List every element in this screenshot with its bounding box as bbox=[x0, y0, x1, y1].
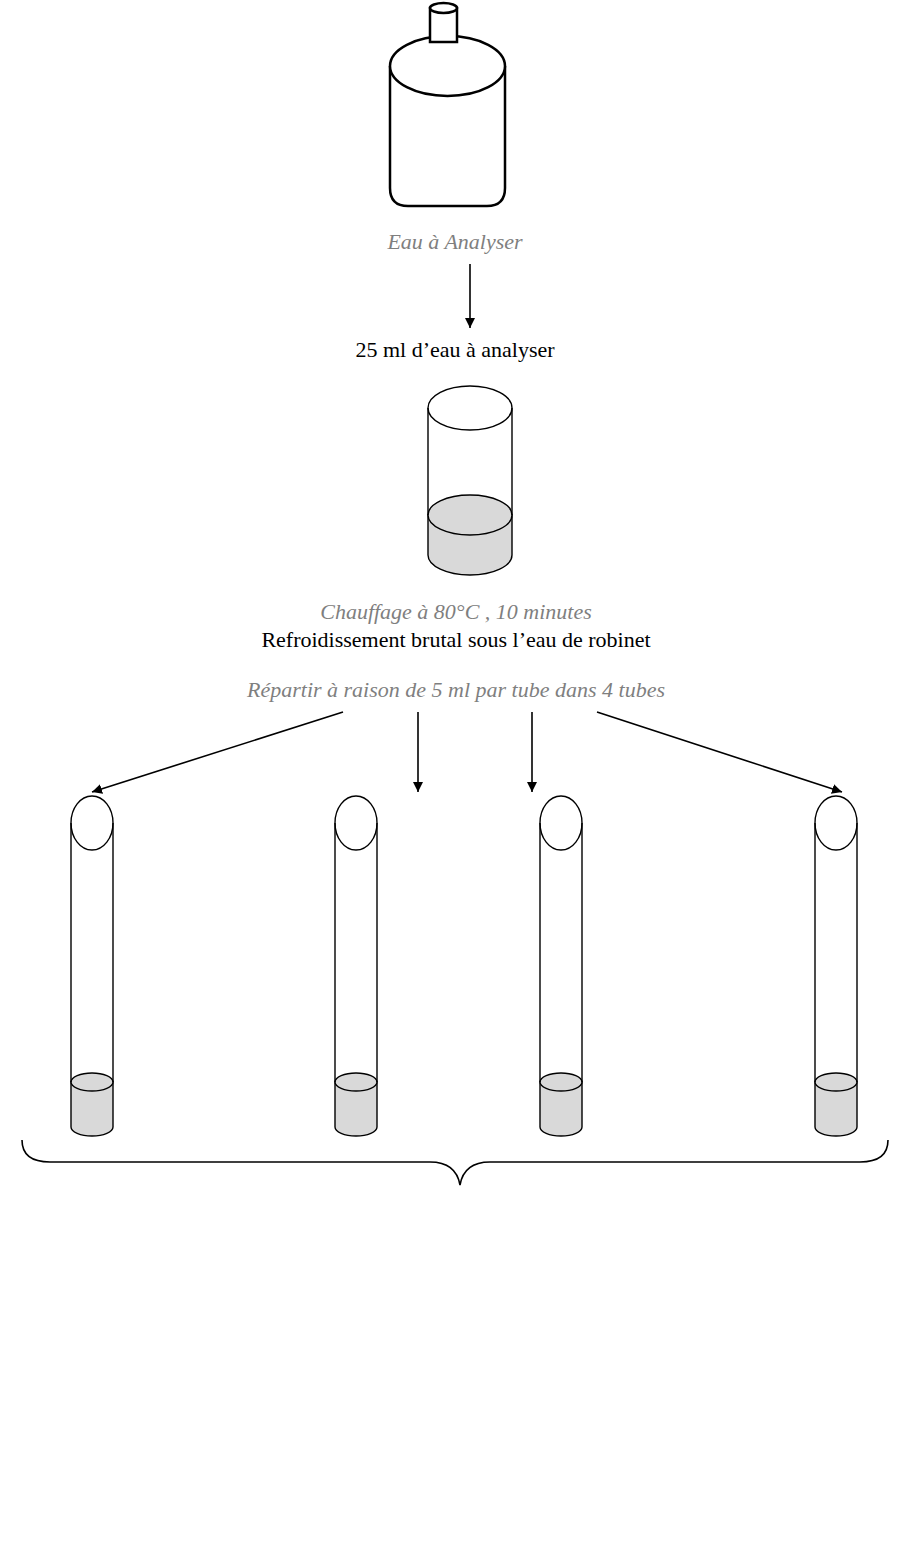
bottle-shape bbox=[340, 0, 586, 262]
split-arrows bbox=[92, 712, 842, 792]
flow-arrow bbox=[469, 264, 471, 328]
sample-label: Eau à Analyser bbox=[332, 228, 578, 256]
tube-node: 25 ml d’eau à analyser bbox=[242, 330, 668, 580]
bottle-node: Eau à Analyser bbox=[332, 0, 578, 262]
heating-step: Chauffage à 80°C , 10 minutes bbox=[0, 598, 912, 626]
brace bbox=[22, 1140, 888, 1185]
small-tubes bbox=[71, 796, 857, 1136]
volume-label: 25 ml d’eau à analyser bbox=[242, 336, 668, 364]
split-step: Répartir à raison de 5 ml par tube dans … bbox=[0, 676, 912, 704]
tube-shape bbox=[250, 330, 676, 580]
cooling-step: Refroidissement brutal sous l’eau de rob… bbox=[0, 626, 912, 654]
